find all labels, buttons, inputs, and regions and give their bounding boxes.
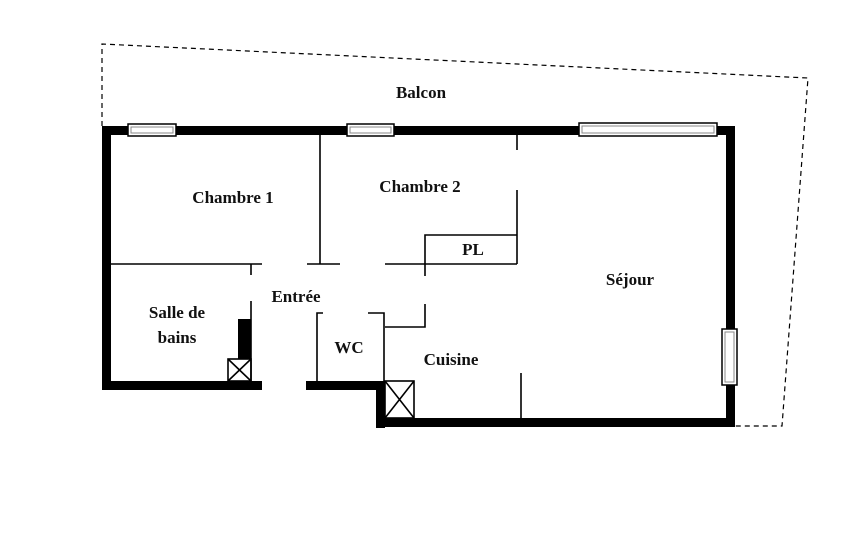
label-balcon: Balcon [396,83,447,102]
balcony-outline [101,43,809,427]
bathroom-duct [238,319,251,359]
label-chambre-1: Chambre 1 [192,188,273,207]
label-salle-de-bains-1: Salle de [149,303,206,322]
ventilation-shaft-bathroom-icon [227,358,252,382]
label-entree: Entrée [271,287,321,306]
interior-partitions [111,135,522,418]
window-chambre2 [346,123,395,137]
label-salle-de-bains-2: bains [158,328,197,347]
ventilation-shaft-kitchen-icon [384,380,415,419]
window-chambre1 [127,123,177,137]
label-wc: WC [334,338,363,357]
window-sejour-side [721,328,738,386]
window-sejour-top [578,122,718,137]
exterior-walls [102,126,735,428]
label-cuisine: Cuisine [424,350,479,369]
label-sejour: Séjour [606,270,655,289]
label-placard: PL [462,240,484,259]
label-chambre-2: Chambre 2 [379,177,460,196]
